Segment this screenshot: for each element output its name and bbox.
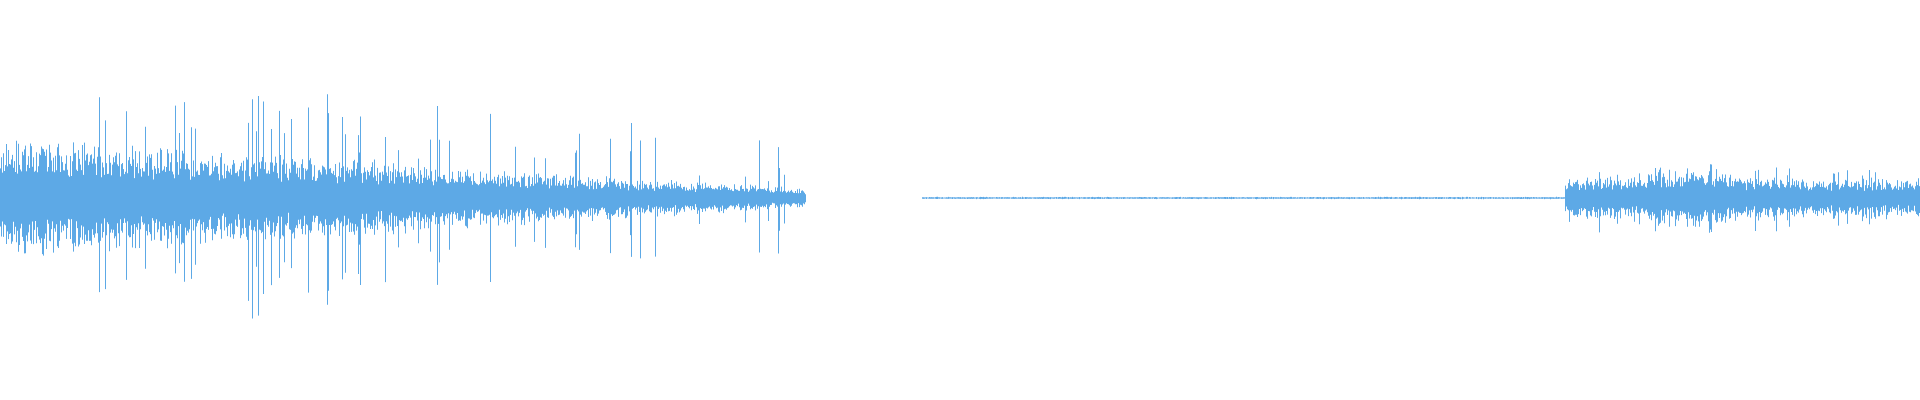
waveform-path — [0, 94, 1920, 319]
